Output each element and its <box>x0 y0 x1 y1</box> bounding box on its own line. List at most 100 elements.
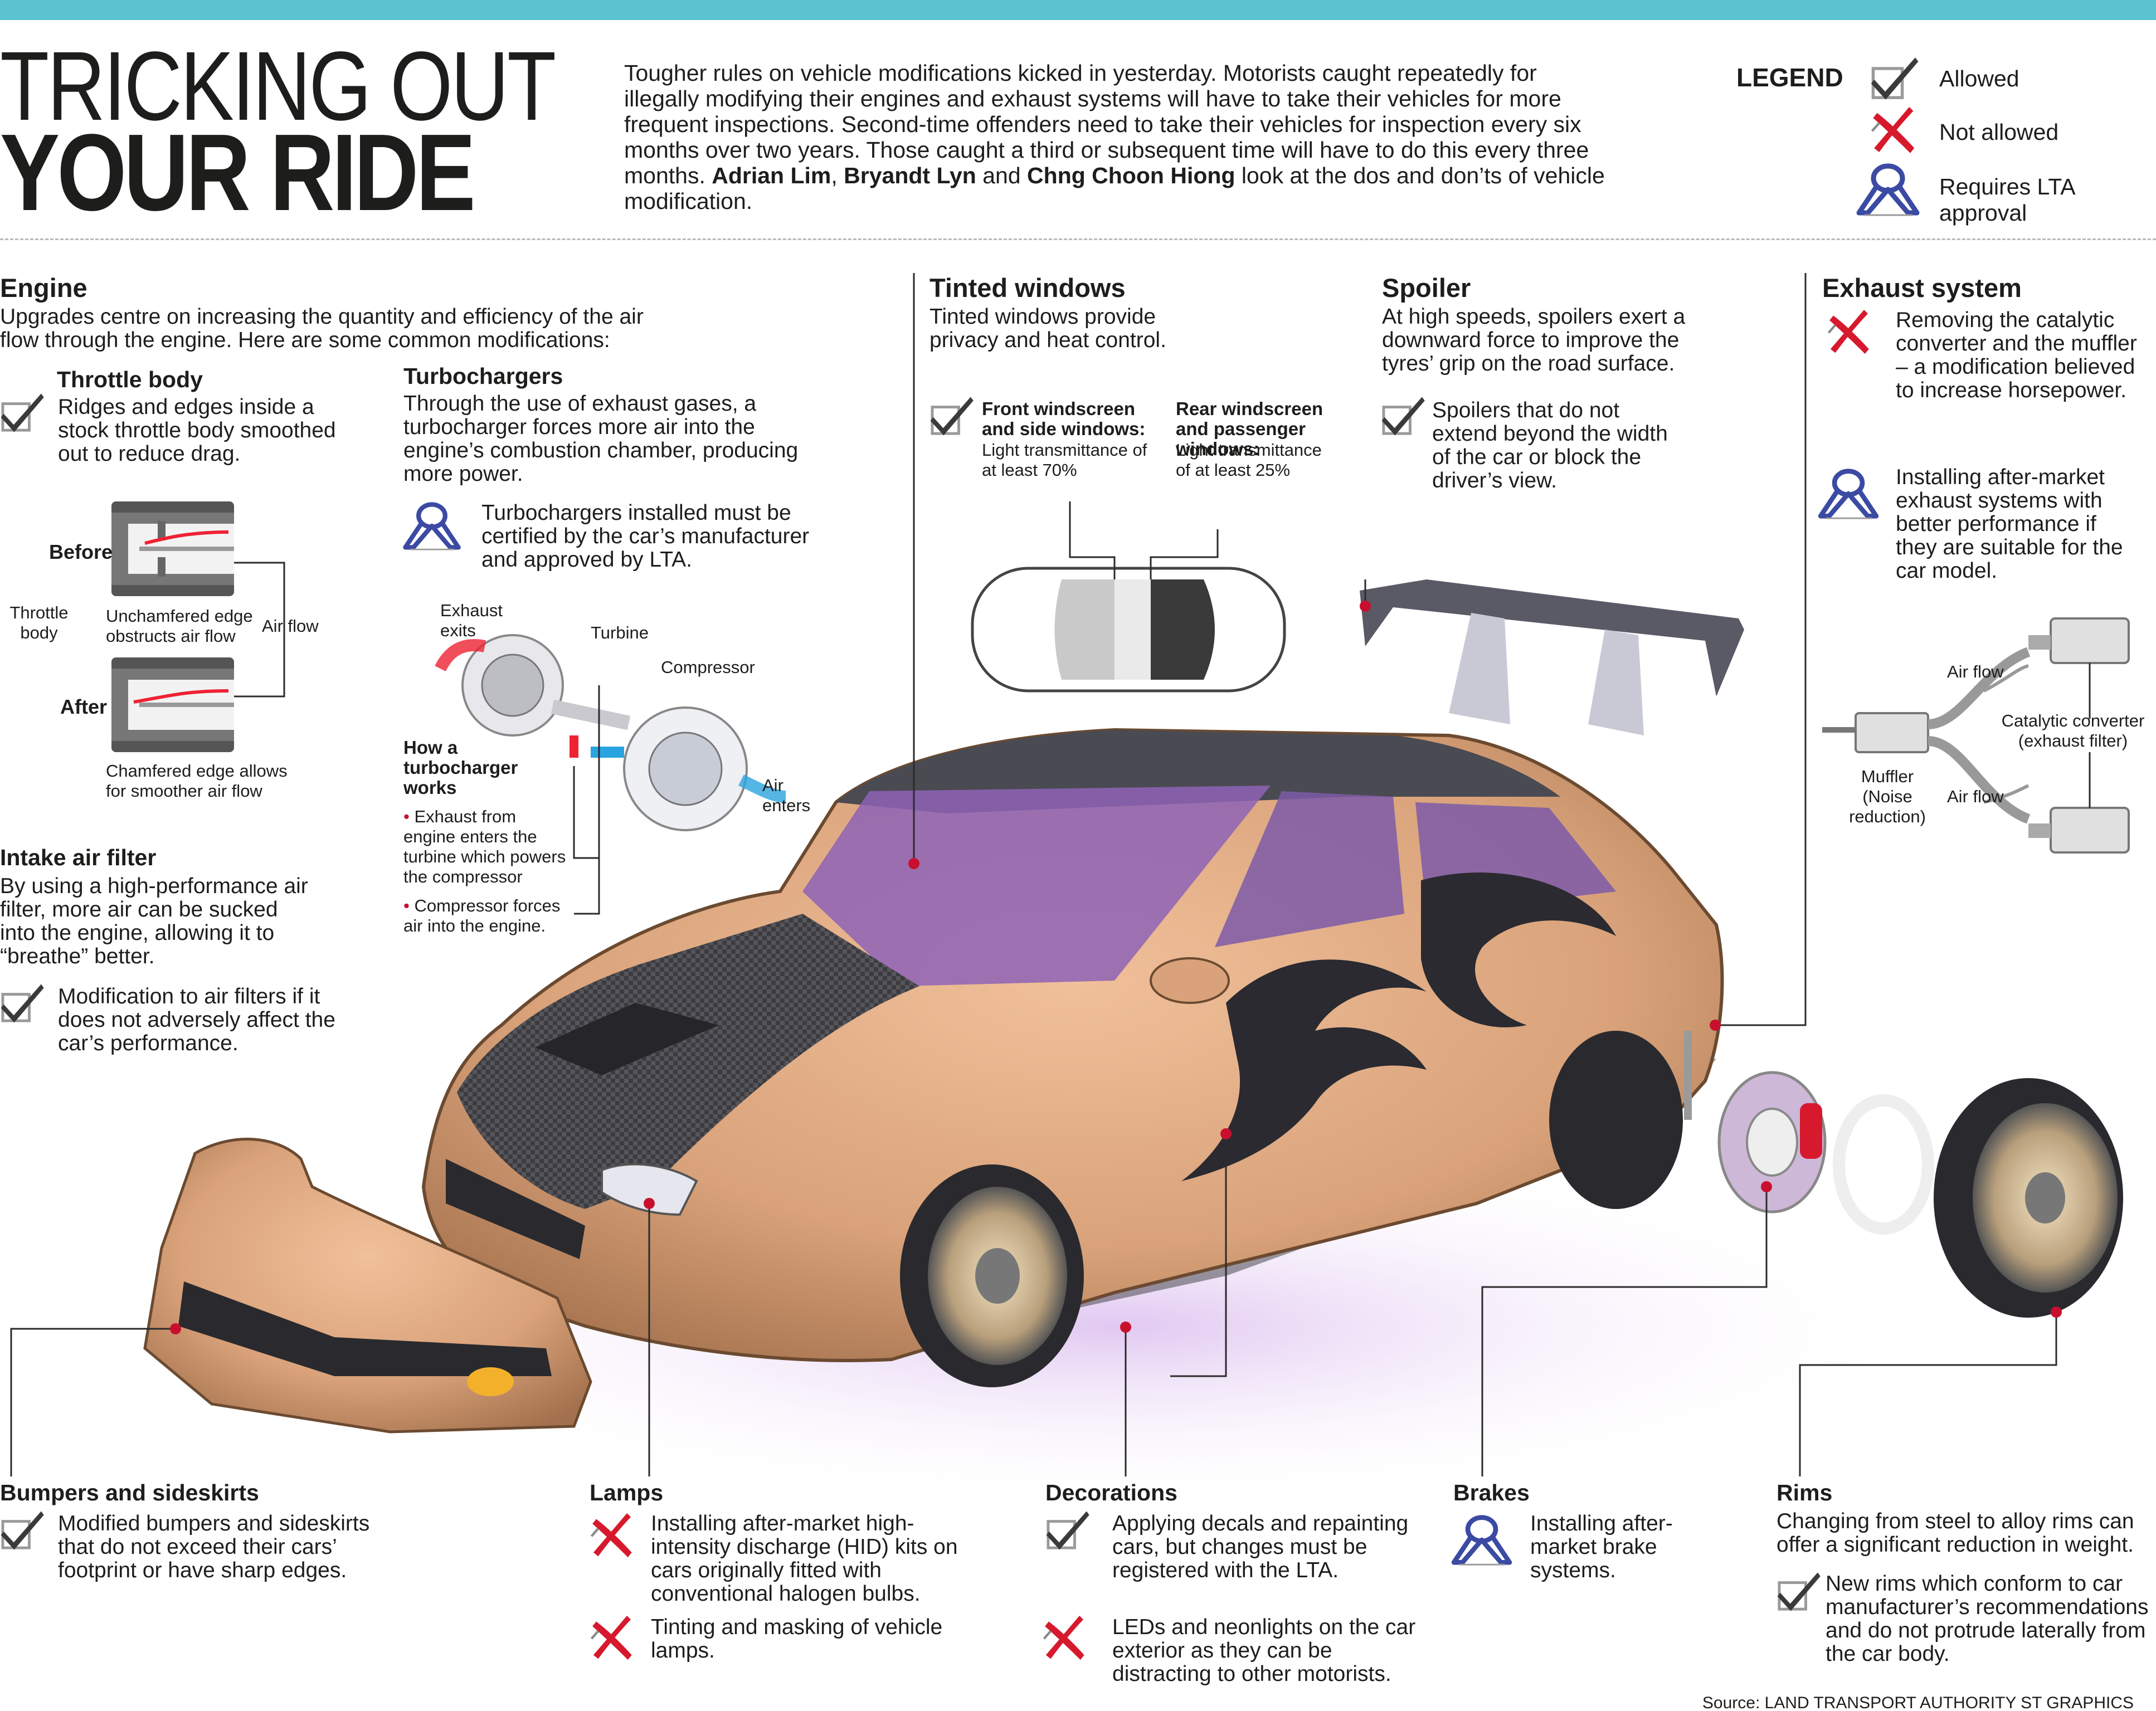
tinted-desc: Tinted windows provide privacy and heat … <box>929 305 1166 352</box>
turbo-lta-text: Turbochargers installed must be certifie… <box>481 501 810 572</box>
rim-ring-illustration <box>1833 1094 1934 1235</box>
legend-not-allowed: Not allowed <box>1939 119 2059 145</box>
decorations-allowed: Applying decals and repainting cars, but… <box>1112 1512 1409 1582</box>
decorations-title: Decorations <box>1045 1480 1177 1505</box>
brakes-leader <box>1481 1187 1768 1476</box>
check-icon <box>1870 53 1920 104</box>
spoiler-desc: At high speeds, spoilers exert a downwar… <box>1382 305 1686 376</box>
front-windscreen-text: Light transmittance of at least 70% <box>982 440 1147 480</box>
legend-requires-lta: Requires LTA approval <box>1939 174 2075 226</box>
spoiler-allowed: Spoilers that do not extend beyond the w… <box>1432 398 1668 493</box>
exhaust-lta: Installing after-market exhaust systems … <box>1896 465 2123 583</box>
decorations-not-allowed: LEDs and neonlights on the car exterior … <box>1112 1615 1416 1686</box>
legend-allowed: Allowed <box>1939 66 2019 91</box>
bullet-icon: • <box>403 807 410 826</box>
bumpers-leader <box>10 1328 176 1476</box>
lta-approval-icon <box>401 500 463 552</box>
header-divider <box>0 238 2156 240</box>
title-line-2: YOUR RIDE <box>0 111 476 233</box>
marker-dots <box>170 601 2062 1334</box>
throttle-after-diagram <box>111 657 234 752</box>
intake-text: By using a high-performance air filter, … <box>0 874 308 968</box>
lamps-not-allowed-1: Installing after-market high-intensity d… <box>651 1512 958 1606</box>
rims-desc: Changing from steel to alloy rims can of… <box>1777 1509 2134 1557</box>
rear-windscreen-text: Light transmittance of at least 25% <box>1176 440 1322 480</box>
check-icon <box>1045 1508 1091 1553</box>
how-turbo-works-title: How a turbocharger works <box>403 737 518 798</box>
turbo-step-1: • Exhaust from engine enters the turbine… <box>403 807 571 887</box>
turbo-leader-bracket <box>573 685 600 915</box>
bullet-icon: • <box>403 896 410 915</box>
modified-car <box>421 728 1724 1387</box>
brake-illustration <box>1684 1031 1827 1213</box>
intro-paragraph: Tougher rules on vehicle modifications k… <box>624 60 1605 214</box>
bumpers-allowed: Modified bumpers and sideskirts that do … <box>58 1512 370 1582</box>
cross-icon <box>590 1513 637 1561</box>
bumpers-title: Bumpers and sideskirts <box>0 1480 259 1505</box>
exhaust-leader <box>1716 273 1807 1026</box>
intake-title: Intake air filter <box>0 845 157 870</box>
catalytic-label: Catalytic converter (exhaust filter) <box>2001 711 2145 750</box>
check-icon <box>0 390 46 436</box>
intake-allowed: Modification to air filters if it does n… <box>58 984 335 1055</box>
rims-title: Rims <box>1777 1480 1833 1505</box>
lamps-title: Lamps <box>590 1480 664 1505</box>
turbine-label: Turbine <box>591 623 649 642</box>
brakes-lta: Installing after-market brake systems. <box>1530 1512 1673 1582</box>
cross-icon <box>1827 310 1875 358</box>
turbo-title: Turbochargers <box>403 363 563 389</box>
lta-approval-icon <box>1816 467 1881 520</box>
check-icon <box>0 981 46 1026</box>
decals-leader <box>1170 1134 1227 1377</box>
throttle-air-flow-label: Air flow <box>262 616 319 636</box>
floor-glow <box>279 1142 1950 1510</box>
rear-windscreen-title: Rear windscreen and passenger windows: <box>1176 398 1323 459</box>
front-windscreen-title: Front windscreen and side windows: <box>982 398 1146 439</box>
exhaust-exits-label: Exhaust exits <box>440 601 503 640</box>
throttle-title: Throttle body <box>57 367 203 392</box>
compressor-label: Compressor <box>661 657 755 677</box>
brakes-title: Brakes <box>1453 1480 1530 1505</box>
turbo-text: Through the use of exhaust gases, a turb… <box>403 392 799 486</box>
spoiler-title: Spoiler <box>1382 273 1471 303</box>
exhaust-air-flow-top: Air flow <box>1947 662 2004 681</box>
tinted-title: Tinted windows <box>929 273 1126 303</box>
throttle-after-label: After <box>60 695 108 718</box>
chamfered-label: Chamfered edge allows for smoother air f… <box>106 761 288 801</box>
air-enters-label: Air enters <box>762 776 811 815</box>
intro-text-1: Tougher rules on vehicle modifications k… <box>624 60 1589 188</box>
tint-leader-rear <box>1150 529 1219 579</box>
rims-leader <box>1799 1312 2057 1476</box>
check-icon <box>0 1508 46 1553</box>
lta-approval-icon <box>1853 162 1923 217</box>
rims-allowed: New rims which conform to car manufactur… <box>1826 1572 2149 1666</box>
throttle-text: Ridges and edges inside a stock throttle… <box>58 395 336 466</box>
cross-icon <box>1042 1616 1090 1664</box>
intro-text-2: look at the dos and don’ts of vehicle mo… <box>624 163 1605 214</box>
check-icon <box>1777 1569 1822 1615</box>
cross-icon <box>1870 107 1920 157</box>
exhaust-air-flow-bottom: Air flow <box>1947 787 2004 806</box>
muffler-label: Muffler (Noise reduction) <box>1849 767 1926 826</box>
author-3: Chng Choon Hiong <box>1027 163 1235 188</box>
cross-icon <box>590 1616 637 1664</box>
turbo-step-2-text: Compressor forces air into the engine. <box>403 896 561 935</box>
legend-title: LEGEND <box>1736 63 1843 92</box>
exhaust-title: Exhaust system <box>1822 273 2022 303</box>
title-line-1: TRICKING OUT <box>0 32 556 141</box>
tint-leader-front <box>1069 501 1116 579</box>
lamps-not-allowed-2: Tinting and masking of vehicle lamps. <box>651 1615 943 1663</box>
author-sep-2: and <box>976 163 1028 188</box>
turbo-step-2: • Compressor forces air into the engine. <box>403 896 571 936</box>
spoiler-illustration <box>1360 579 1744 735</box>
throttle-before-diagram <box>111 501 234 596</box>
check-icon <box>1381 393 1427 439</box>
exhaust-not-allowed: Removing the catalytic converter and the… <box>1896 308 2137 402</box>
source-credit: Source: LAND TRANSPORT AUTHORITY ST GRAP… <box>1702 1694 2134 1711</box>
author-1: Adrian Lim <box>712 163 831 188</box>
engine-title: Engine <box>0 273 87 303</box>
author-2: Bryandt Lyn <box>844 163 976 188</box>
unchamfered-label: Unchamfered edge obstructs air flow <box>106 606 253 646</box>
